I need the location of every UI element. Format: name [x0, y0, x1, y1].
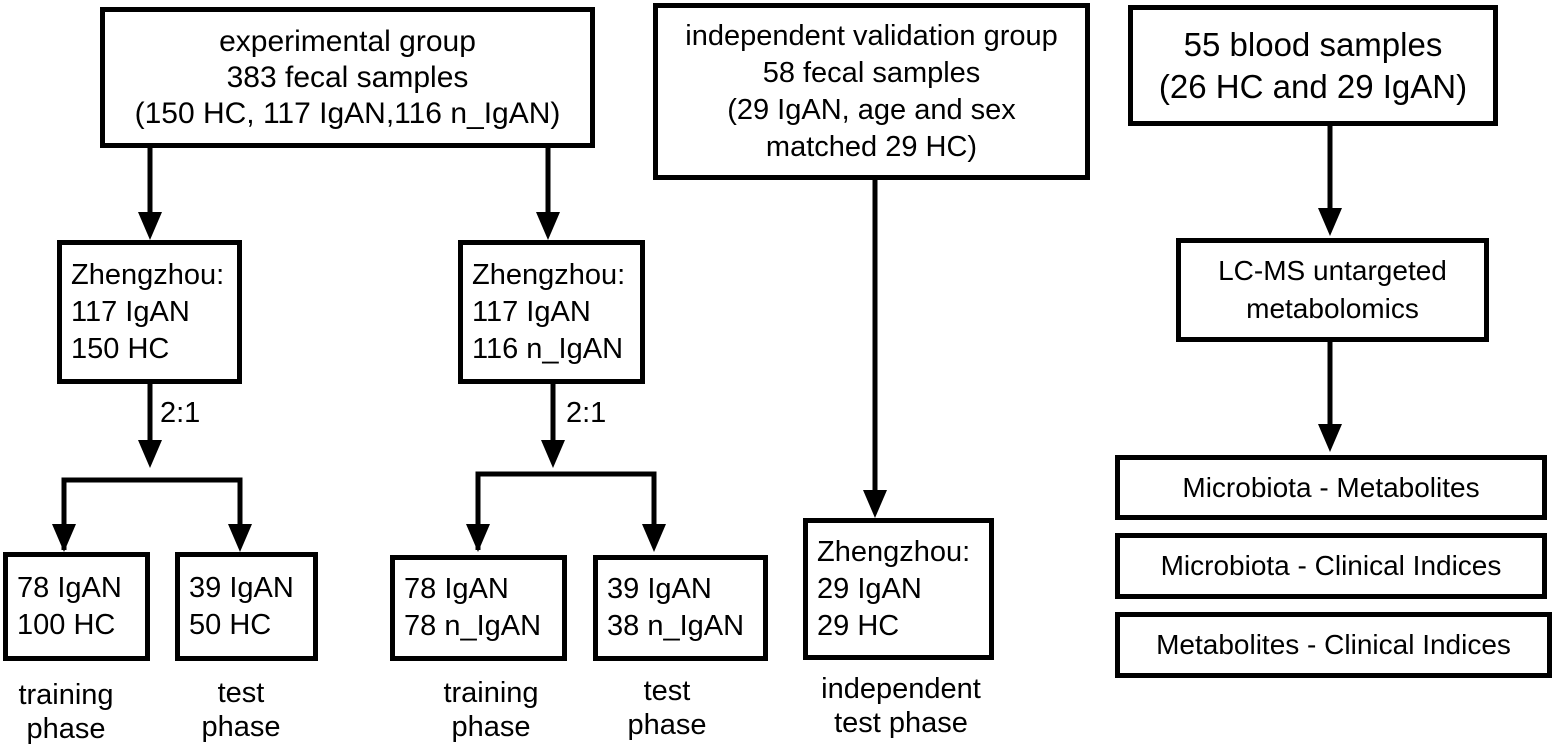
test-b-label-line2: phase	[627, 709, 707, 741]
arrowhead-correlations	[1318, 424, 1342, 452]
training-a-label-line1: training	[18, 679, 114, 711]
independent-label-line2: test phase	[834, 707, 968, 739]
experimental-sample-count: 383 fecal samples	[226, 60, 469, 94]
test-a-box: 39 IgAN 50 HC	[175, 552, 318, 661]
zhengzhou-c-box: Zhengzhou: 29 IgAN 29 HC	[803, 518, 994, 660]
arrowhead-train-b	[466, 524, 490, 552]
arrowhead-zz-b	[536, 212, 560, 240]
training-a-label-line2: phase	[26, 713, 106, 745]
zhengzhou-a-box: Zhengzhou: 117 IgAN 150 HC	[57, 240, 242, 384]
test-b-label: test phase	[612, 674, 722, 742]
arrowhead-zz-a	[138, 212, 162, 240]
lcms-box: LC-MS untargeted metabolomics	[1176, 238, 1489, 342]
lcms-line1: LC-MS untargeted	[1218, 255, 1447, 286]
validation-group-title: independent validation group	[685, 19, 1058, 52]
training-a-hc: 100 HC	[17, 608, 116, 641]
correlation-microbiota-metabolites-box: Microbiota - Metabolites	[1115, 455, 1547, 520]
experimental-breakdown: (150 HC, 117 IgAN,116 n_IgAN)	[134, 96, 561, 130]
training-b-igan: 78 IgAN	[404, 573, 509, 605]
training-b-n-igan: 78 n_IgAN	[404, 610, 542, 642]
validation-sample-count: 58 fecal samples	[762, 56, 981, 89]
lcms-line2: metabolomics	[1246, 293, 1419, 324]
zhengzhou-b-title: Zhengzhou:	[472, 258, 626, 291]
zhengzhou-b-n-igan: 116 n_IgAN	[472, 332, 624, 365]
arrowhead-split-a	[138, 440, 162, 468]
arrowhead-test-a	[228, 524, 252, 552]
independent-label-line1: independent	[821, 673, 981, 705]
split-ratio-a: 2:1	[160, 397, 201, 429]
zhengzhou-a-igan: 117 IgAN	[71, 295, 190, 328]
arrowhead-lcms	[1318, 208, 1342, 236]
validation-breakdown-2: matched 29 HC)	[765, 130, 978, 163]
correlation-microbiota-metabolites: Microbiota - Metabolites	[1182, 471, 1480, 503]
training-b-box: 78 IgAN 78 n_IgAN	[390, 555, 567, 661]
test-b-box: 39 IgAN 38 n_IgAN	[593, 555, 768, 661]
experimental-group-title: experimental group	[219, 24, 476, 58]
test-a-label-line2: phase	[201, 711, 281, 743]
zhengzhou-a-title: Zhengzhou:	[71, 258, 225, 291]
arrowhead-test-b	[642, 524, 666, 552]
zhengzhou-a-hc: 150 HC	[71, 332, 170, 365]
zhengzhou-c-title: Zhengzhou:	[817, 535, 971, 568]
arrowhead-train-a	[52, 524, 76, 552]
test-b-igan: 39 IgAN	[607, 573, 712, 605]
test-b-label-line1: test	[643, 675, 691, 707]
blood-sample-count: 55 blood samples	[1183, 25, 1443, 63]
blood-samples-box: 55 blood samples (26 HC and 29 IgAN)	[1128, 5, 1498, 126]
test-a-igan: 39 IgAN	[189, 571, 294, 604]
split-ratio-b: 2:1	[566, 397, 607, 429]
blood-breakdown: (26 HC and 29 IgAN)	[1158, 67, 1468, 105]
zhengzhou-b-igan: 117 IgAN	[472, 295, 591, 328]
correlation-microbiota-clinical: Microbiota - Clinical Indices	[1160, 550, 1502, 581]
zhengzhou-c-hc: 29 HC	[817, 609, 900, 642]
validation-group-box: independent validation group 58 fecal sa…	[653, 3, 1090, 180]
test-a-hc: 50 HC	[189, 608, 272, 641]
zhengzhou-b-box: Zhengzhou: 117 IgAN 116 n_IgAN	[458, 240, 645, 384]
experimental-group-box: experimental group 383 fecal samples (15…	[100, 7, 595, 148]
correlation-metabolites-clinical: Metabolites - Clinical Indices	[1156, 629, 1511, 660]
test-a-label-line1: test	[217, 677, 265, 709]
arrowhead-zz-c	[863, 490, 887, 518]
correlation-metabolites-clinical-box: Metabolites - Clinical Indices	[1115, 612, 1552, 678]
training-b-label: training phase	[427, 676, 555, 744]
branch-b	[475, 471, 657, 550]
test-a-label: test phase	[186, 676, 296, 744]
training-b-label-line2: phase	[451, 711, 531, 743]
correlation-microbiota-clinical-box: Microbiota - Clinical Indices	[1115, 533, 1547, 599]
training-b-label-line1: training	[443, 677, 539, 709]
training-a-box: 78 IgAN 100 HC	[3, 552, 150, 661]
independent-test-label: independent test phase	[808, 672, 994, 740]
training-a-label: training phase	[2, 678, 130, 746]
test-b-n-igan: 38 n_IgAN	[607, 610, 745, 642]
arrowhead-split-b	[541, 440, 565, 468]
branch-a	[61, 477, 243, 550]
zhengzhou-c-igan: 29 IgAN	[817, 572, 922, 605]
training-a-igan: 78 IgAN	[17, 571, 122, 604]
validation-breakdown-1: (29 IgAN, age and sex	[727, 93, 1016, 126]
